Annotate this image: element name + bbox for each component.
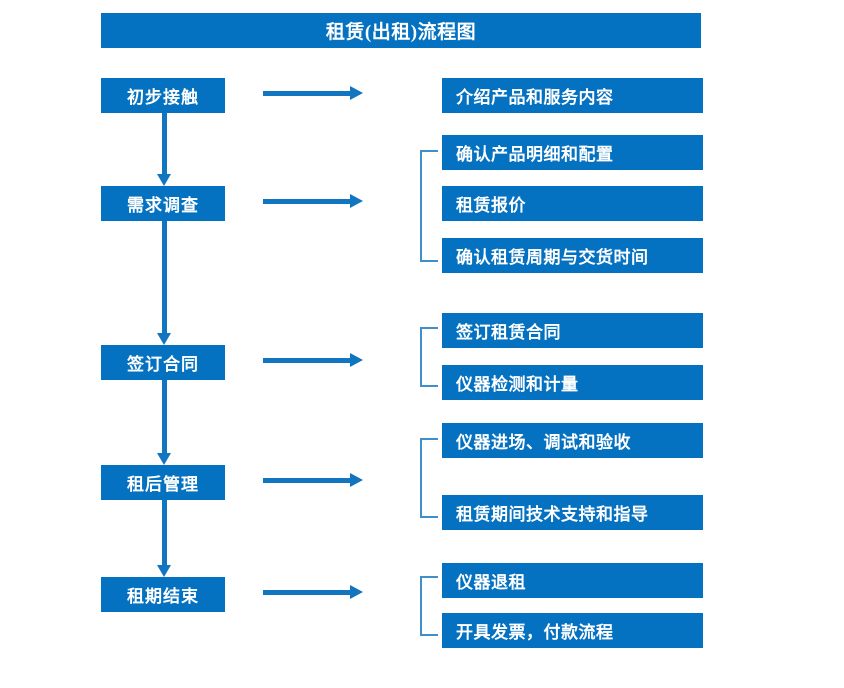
arrow-head: [350, 194, 363, 208]
arrow-shaft: [263, 478, 351, 483]
stage-box-initial-contact[interactable]: 初步接触: [101, 78, 225, 113]
arrow-shaft: [263, 358, 351, 363]
diagram-title: 租赁(出租)流程图: [101, 13, 701, 48]
stage-box-sign-contract[interactable]: 签订合同: [101, 345, 225, 380]
detail-box-4-1[interactable]: 仪器进场、调试和验收: [442, 423, 703, 458]
arrow-head: [350, 585, 363, 599]
detail-box-5-2[interactable]: 开具发票，付款流程: [442, 613, 703, 648]
detail-box-3-2[interactable]: 仪器检测和计量: [442, 365, 703, 400]
arrow-right-stage-1: [263, 86, 363, 100]
arrow-down-2-to-3: [157, 221, 171, 345]
detail-box-1-1[interactable]: 介绍产品和服务内容: [442, 78, 703, 113]
arrow-right-stage-2: [263, 194, 363, 208]
stage-box-requirement-survey[interactable]: 需求调查: [101, 186, 225, 221]
arrow-head: [350, 86, 363, 100]
arrow-head: [157, 453, 171, 465]
bracket-stage-2: [420, 150, 438, 262]
arrow-shaft: [162, 221, 167, 333]
stage-box-post-lease-management[interactable]: 租后管理: [101, 465, 225, 500]
bracket-stage-3: [420, 327, 438, 387]
bracket-stage-4: [420, 438, 438, 518]
arrow-head: [157, 565, 171, 577]
detail-box-4-2[interactable]: 租赁期间技术支持和指导: [442, 495, 703, 530]
arrow-shaft: [162, 113, 167, 174]
detail-box-3-1[interactable]: 签订租赁合同: [442, 313, 703, 348]
arrow-shaft: [162, 500, 167, 565]
arrow-down-4-to-5: [157, 500, 171, 577]
arrow-right-stage-5: [263, 585, 363, 599]
arrow-right-stage-4: [263, 473, 363, 487]
detail-box-2-2[interactable]: 租赁报价: [442, 186, 703, 221]
stage-box-lease-end[interactable]: 租期结束: [101, 577, 225, 612]
arrow-right-stage-3: [263, 353, 363, 367]
arrow-down-3-to-4: [157, 380, 171, 465]
arrow-shaft: [263, 199, 351, 204]
detail-box-2-3[interactable]: 确认租赁周期与交货时间: [442, 238, 703, 273]
arrow-down-1-to-2: [157, 113, 171, 186]
arrow-shaft: [162, 380, 167, 453]
bracket-stage-5: [420, 576, 438, 636]
arrow-shaft: [263, 91, 351, 96]
arrow-shaft: [263, 590, 351, 595]
arrow-head: [157, 174, 171, 186]
detail-box-5-1[interactable]: 仪器退租: [442, 563, 703, 598]
arrow-head: [350, 473, 363, 487]
arrow-head: [350, 353, 363, 367]
detail-box-2-1[interactable]: 确认产品明细和配置: [442, 135, 703, 170]
arrow-head: [157, 333, 171, 345]
